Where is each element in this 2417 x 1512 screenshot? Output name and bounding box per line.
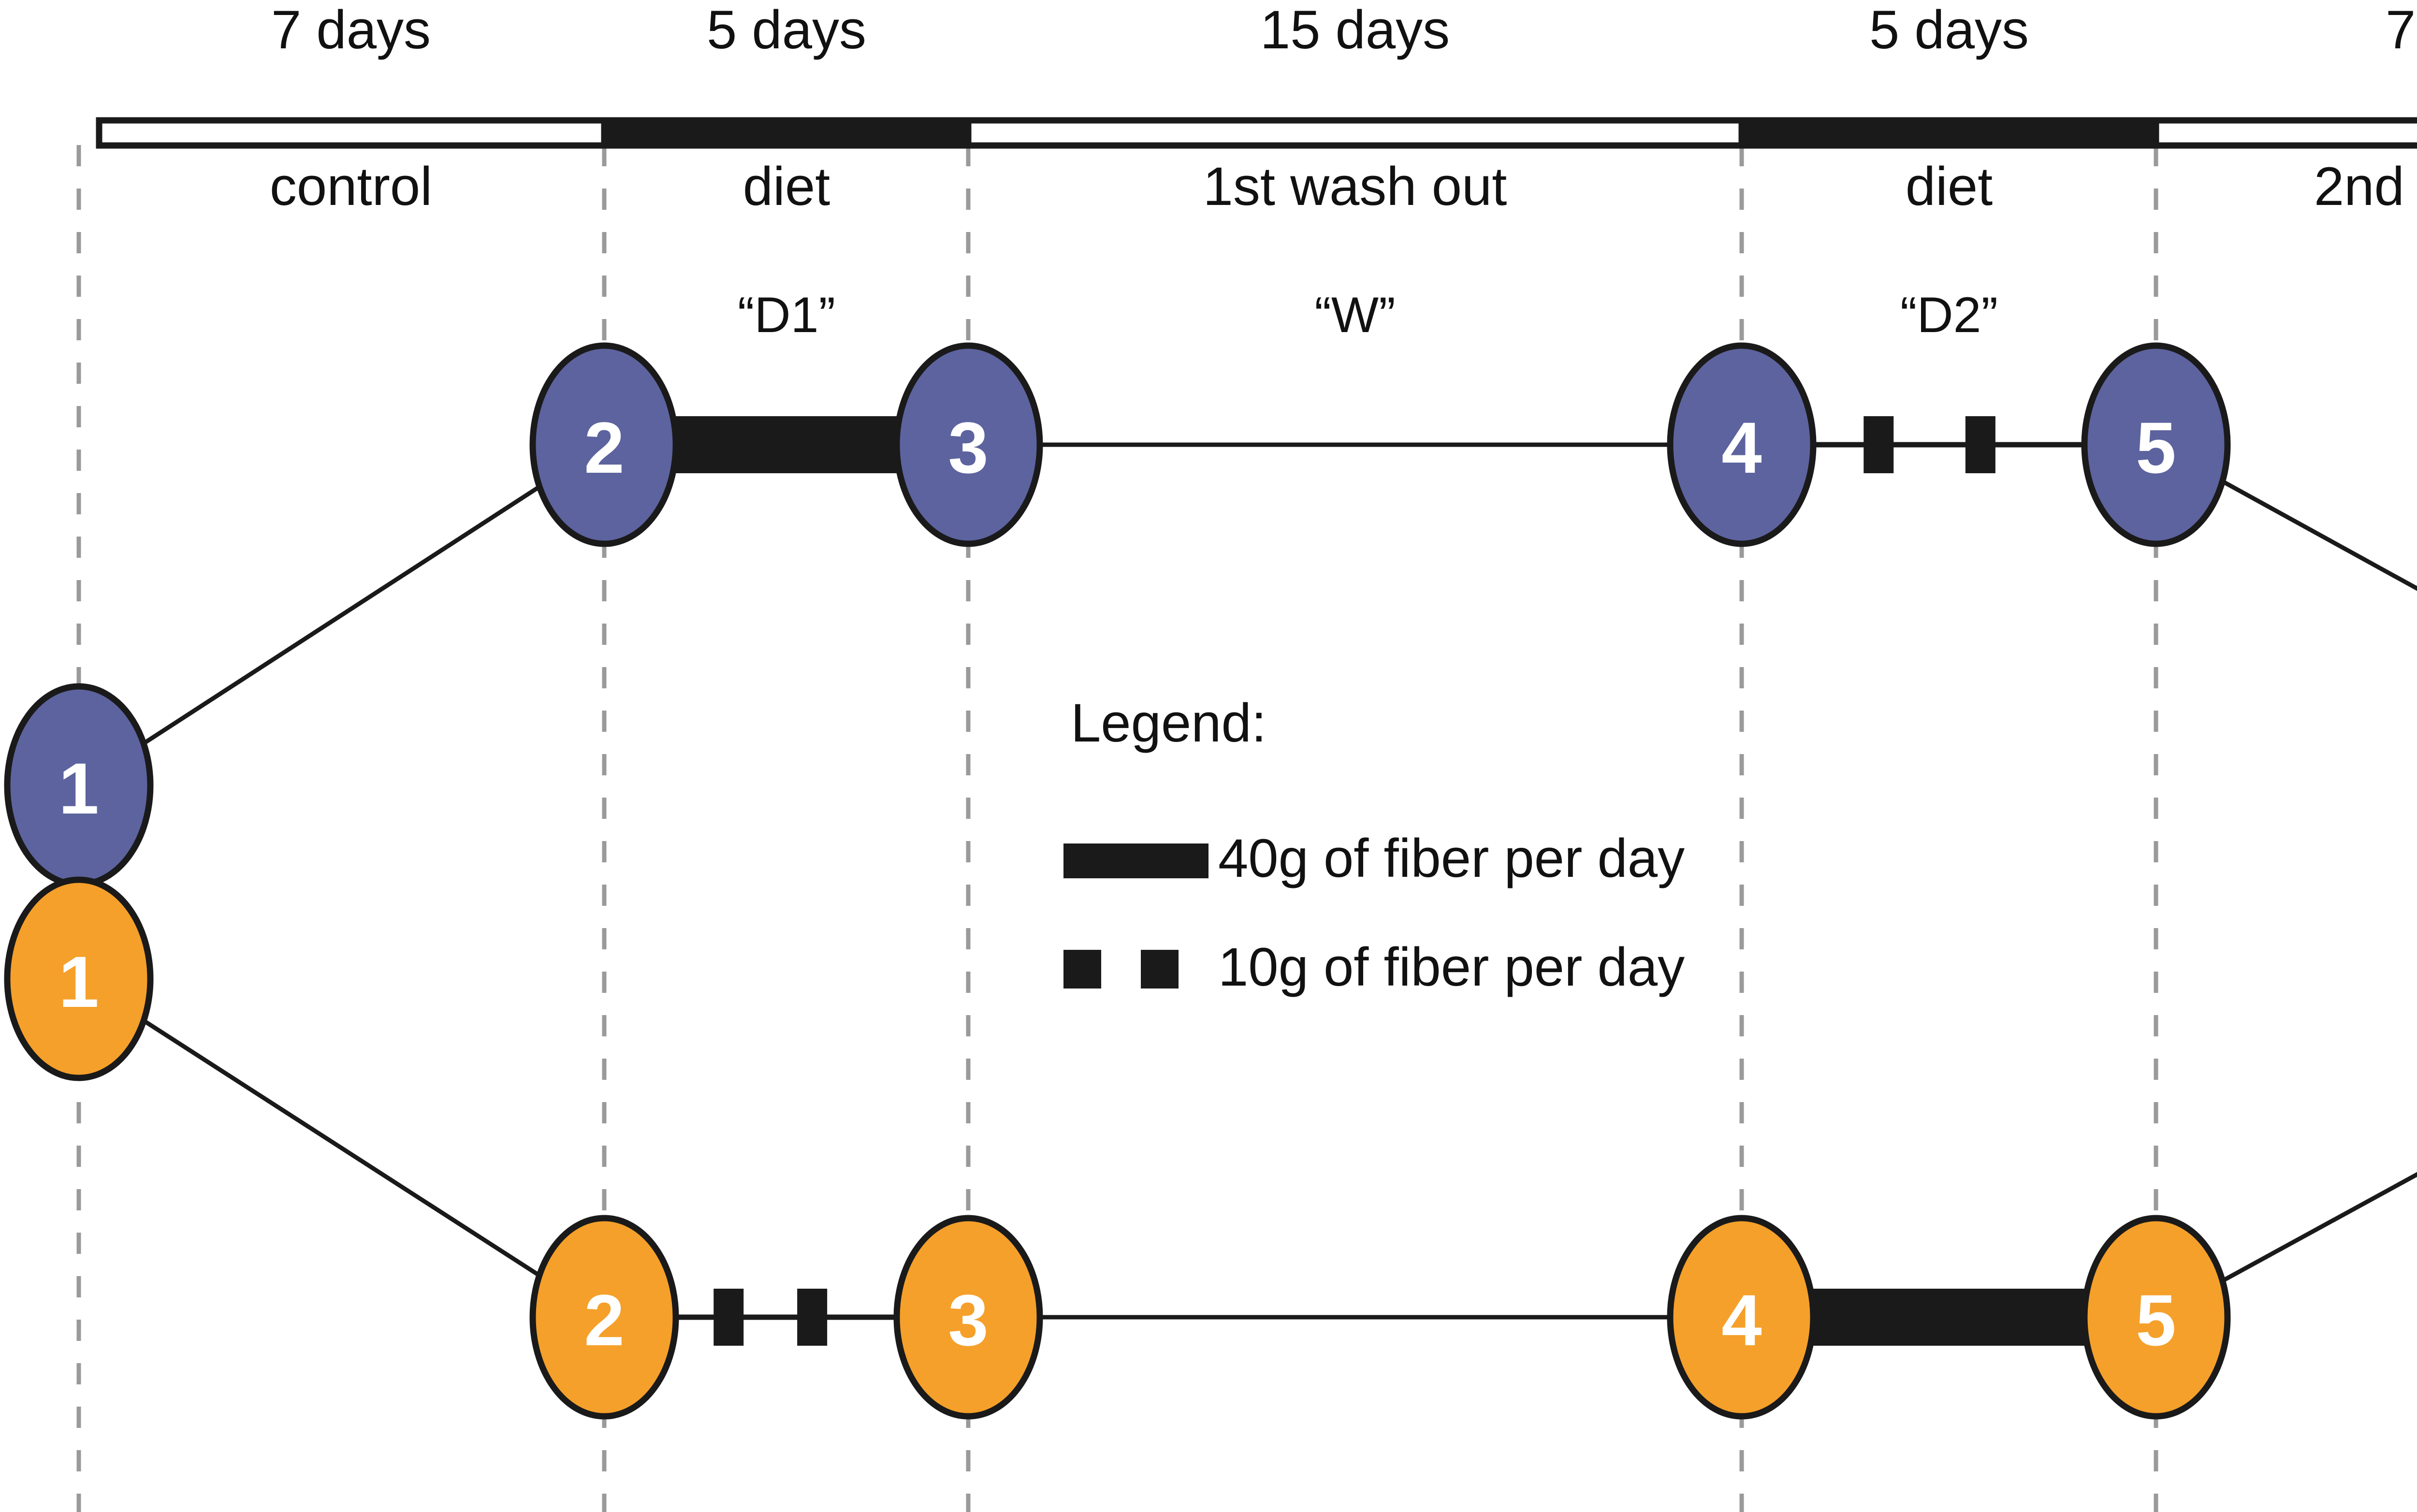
node-shape: [893, 342, 1043, 547]
node-label: 3: [948, 407, 988, 488]
link-arm-blue-5-6: [2155, 443, 2417, 591]
node-label: 1: [58, 748, 99, 829]
duration-label-washout2: 7 days: [2386, 0, 2417, 60]
link-arm-orange-1-2: [77, 977, 606, 1319]
node-shape: [4, 876, 154, 1081]
node-label: 2: [584, 1279, 624, 1361]
node-label: 5: [2136, 407, 2176, 488]
legend-swatch-group: [1063, 843, 1208, 989]
node-shape: [1667, 342, 1817, 547]
link-arm-blue-2-3: [671, 416, 902, 473]
node-arm-blue-2[interactable]: 2: [529, 342, 679, 547]
timeline-segment-washout2: [2153, 117, 2417, 149]
link-arm-orange-5-6: [2155, 1172, 2417, 1319]
node-label: 3: [948, 1279, 988, 1361]
node-shape: [893, 1215, 1043, 1420]
legend-swatch-10g-dash-1: [1141, 950, 1179, 989]
timeline-segment-diet1: [601, 117, 972, 149]
node-arm-orange-2[interactable]: 2: [529, 1215, 679, 1420]
node-arm-orange-3[interactable]: 3: [893, 1215, 1043, 1420]
duration-label-washout1: 15 days: [1260, 0, 1450, 60]
node-label: 2: [584, 407, 624, 488]
node-shape: [1667, 1215, 1817, 1420]
node-arm-orange-4[interactable]: 4: [1667, 1215, 1817, 1420]
phase-label-diet2: diet: [1905, 156, 1993, 217]
period-code-d1: “D1”: [737, 287, 836, 343]
node-shape: [529, 1215, 679, 1420]
node-label: 4: [1721, 407, 1762, 488]
legend-item-10g-label: 10g of fiber per day: [1218, 937, 1685, 997]
legend-swatch-40g: [1063, 843, 1208, 878]
link-arm-blue-4-5-dash-0: [1864, 416, 1894, 473]
duration-label-diet1: 5 days: [707, 0, 866, 60]
link-arm-blue-1-2: [77, 443, 606, 787]
node-shape: [2081, 1215, 2231, 1420]
node-arm-blue-4[interactable]: 4: [1667, 342, 1817, 547]
link-group: [77, 416, 2417, 1346]
node-label: 1: [58, 941, 99, 1022]
node-label: 4: [1721, 1279, 1762, 1361]
phase-label-washout2: 2nd wash out: [2314, 156, 2417, 217]
legend-swatch-10g-dash-0: [1063, 950, 1101, 989]
node-shape: [529, 342, 679, 547]
timeline-segment-diet2: [1738, 117, 2159, 149]
node-group: 123456123456: [4, 342, 2231, 1420]
timeline-bar-group: [96, 117, 2417, 149]
node-arm-orange-1[interactable]: 1: [4, 876, 154, 1081]
duration-label-diet2: 5 days: [1869, 0, 2029, 60]
period-code-w: “W”: [1314, 287, 1396, 343]
link-arm-orange-2-3-dash-1: [797, 1289, 828, 1346]
link-arm-blue-4-5-dash-1: [1965, 416, 1995, 473]
timeline-segment-washout1: [965, 117, 1745, 149]
node-arm-orange-5[interactable]: 5: [2081, 1215, 2231, 1420]
node-arm-blue-3[interactable]: 3: [893, 342, 1043, 547]
timeline-segment-control: [96, 117, 608, 149]
period-code-d2: “D2”: [1900, 287, 1998, 343]
legend-item-40g-label: 40g of fiber per day: [1218, 828, 1685, 888]
phase-label-washout1: 1st wash out: [1203, 156, 1507, 217]
phase-label-control: control: [269, 156, 433, 217]
link-arm-orange-2-3-dash-0: [713, 1289, 744, 1346]
duration-label-control: 7 days: [271, 0, 431, 60]
legend-title: Legend:: [1071, 693, 1267, 753]
node-arm-blue-1[interactable]: 1: [4, 683, 154, 888]
node-label: 5: [2136, 1279, 2176, 1361]
node-arm-blue-5[interactable]: 5: [2081, 342, 2231, 547]
node-shape: [2081, 342, 2231, 547]
link-arm-orange-4-5: [1808, 1289, 2089, 1346]
phase-label-diet1: diet: [743, 156, 830, 217]
